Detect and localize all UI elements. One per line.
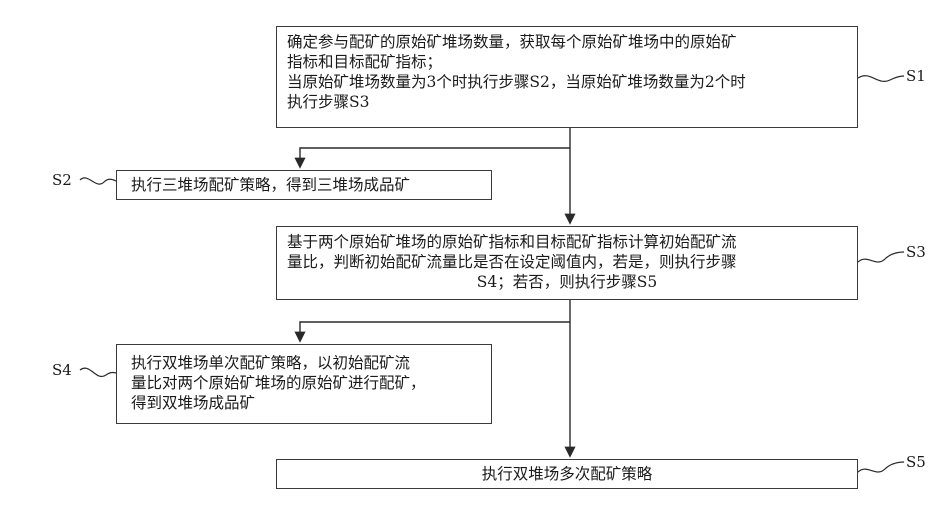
step-label-s5: S5	[906, 454, 926, 470]
step-s3-box: 基于两个原始矿堆场的原始矿指标和目标配矿指标计算初始配矿流 量比，判断初始配矿流…	[276, 226, 858, 300]
step-label-s2: S2	[52, 172, 72, 188]
step-label-s1: S1	[906, 68, 926, 84]
step-s1-box: 确定参与配矿的原始矿堆场数量，获取每个原始矿堆场中的原始矿 指标和目标配矿指标；…	[276, 26, 858, 128]
step-label-s4: S4	[52, 362, 72, 378]
step-s4-line-2: 量比对两个原始矿堆场的原始矿进行配矿，	[131, 373, 481, 393]
step-s2-box: 执行三堆场配矿策略，得到三堆场成品矿	[116, 170, 492, 200]
step-s5-box: 执行双堆场多次配矿策略	[276, 459, 858, 489]
step-s5-line-1: 执行双堆场多次配矿策略	[287, 464, 847, 484]
step-s3-line-3: S4；若否，则执行步骤S5	[287, 272, 847, 292]
leader-s1	[858, 76, 904, 82]
step-s4-line-3: 得到双堆场成品矿	[131, 393, 481, 413]
arrow-s3-to-s4	[300, 322, 570, 340]
step-s4-box: 执行双堆场单次配矿策略，以初始配矿流 量比对两个原始矿堆场的原始矿进行配矿， 得…	[116, 344, 492, 424]
step-s1-line-2: 指标和目标配矿指标；	[287, 52, 847, 72]
step-label-s3: S3	[906, 244, 926, 260]
step-s3-line-1: 基于两个原始矿堆场的原始矿指标和目标配矿指标计算初始配矿流	[287, 232, 847, 252]
step-s2-line-1: 执行三堆场配矿策略，得到三堆场成品矿	[131, 175, 481, 195]
leader-s3	[858, 252, 904, 262]
leader-s2	[80, 178, 116, 184]
step-s1-line-4: 执行步骤S3	[287, 92, 847, 112]
step-s1-line-3: 当原始矿堆场数量为3个时执行步骤S2，当原始矿堆场数量为2个时	[287, 72, 847, 92]
leader-s5	[858, 462, 904, 472]
leader-s4	[80, 368, 116, 376]
step-s3-line-2: 量比，判断初始配矿流量比是否在设定阈值内，若是，则执行步骤	[287, 252, 847, 272]
arrow-s1-to-s2	[300, 148, 570, 166]
step-s1-line-1: 确定参与配矿的原始矿堆场数量，获取每个原始矿堆场中的原始矿	[287, 32, 847, 52]
step-s4-line-1: 执行双堆场单次配矿策略，以初始配矿流	[131, 353, 481, 373]
